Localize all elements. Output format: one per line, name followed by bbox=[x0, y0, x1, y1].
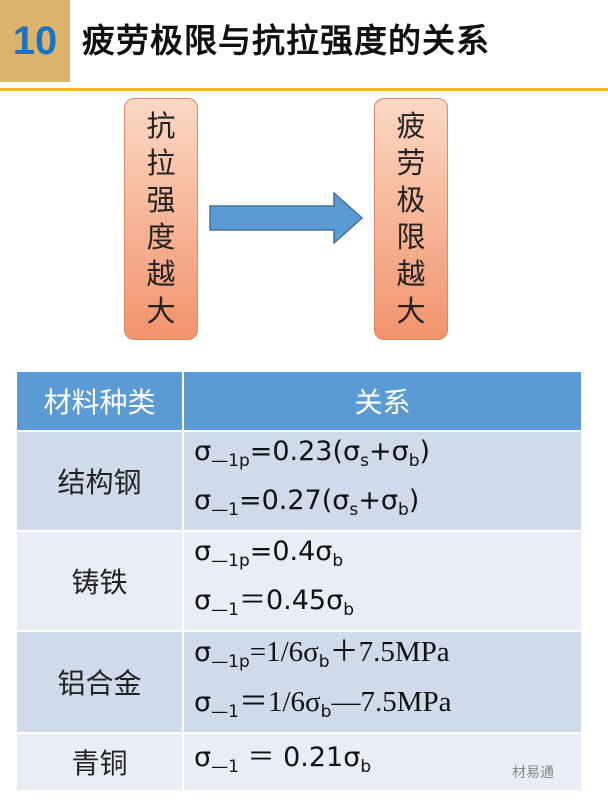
formula-line: σ—1=0.27(σs+σb) bbox=[194, 481, 581, 530]
header-material: 材料种类 bbox=[15, 370, 184, 432]
box-char: 劳 bbox=[396, 146, 426, 180]
formula-subscript: b bbox=[343, 600, 354, 620]
box-char: 极 bbox=[396, 183, 426, 217]
box-char: 大 bbox=[396, 294, 426, 328]
formula-subscript: b bbox=[332, 551, 344, 571]
box-char: 度 bbox=[146, 220, 176, 254]
material-cell: 结构钢 bbox=[15, 430, 184, 532]
box-char: 抗 bbox=[146, 109, 176, 143]
formula-text: σ bbox=[194, 536, 212, 567]
formula-text: ) bbox=[408, 485, 420, 516]
material-cell: 铝合金 bbox=[15, 630, 184, 734]
formula-text: σ bbox=[194, 741, 212, 773]
arrow-right-icon bbox=[209, 192, 364, 244]
formula-subscript: s bbox=[349, 500, 359, 520]
relation-cell: σ—1 ＝ 0.21σb bbox=[182, 732, 583, 792]
formula-line: σ—1p=0.4σb bbox=[194, 532, 581, 581]
formula-text: ＝1/6σ bbox=[238, 686, 321, 718]
formula-text: =0.4σ bbox=[249, 536, 333, 567]
formula-subscript: b bbox=[360, 756, 372, 777]
formula-subscript: —1p bbox=[211, 551, 250, 571]
material-cell: 青铜 bbox=[15, 732, 184, 792]
formula-line: σ—1＝0.45σb bbox=[194, 581, 581, 630]
formula-subscript: —1 bbox=[211, 600, 239, 620]
formula-subscript: —1 bbox=[211, 500, 239, 520]
formula-text: σ bbox=[194, 585, 212, 616]
formula-text: =0.23(σ bbox=[249, 436, 361, 467]
formula-text: —7.5MPa bbox=[331, 686, 452, 718]
formula-subscript: b bbox=[408, 451, 420, 471]
formula-text: =1/6σ bbox=[249, 636, 319, 668]
box-char: 大 bbox=[146, 294, 176, 328]
formula-subscript: b bbox=[320, 702, 332, 722]
watermark: 材易通 bbox=[512, 765, 554, 781]
formula-subscript: b bbox=[318, 652, 330, 672]
formula-text: ＝ 0.21σ bbox=[238, 741, 361, 773]
formula-text: ＝0.45σ bbox=[238, 585, 344, 616]
box-char: 强 bbox=[146, 183, 176, 217]
formula-line: σ—1p=0.23(σs+σb) bbox=[194, 432, 581, 481]
page-title: 疲劳极限与抗拉强度的关系 bbox=[82, 21, 490, 60]
formula-line: σ—1p=1/6σb＋7.5MPa bbox=[194, 632, 581, 682]
box-char: 越 bbox=[146, 257, 176, 291]
fatigue-limit-box: 疲劳极限越大 bbox=[374, 98, 448, 340]
formula-text: ) bbox=[419, 436, 431, 467]
formula-text: σ bbox=[194, 485, 212, 516]
box-char: 越 bbox=[396, 257, 426, 291]
formula-text: σ bbox=[194, 687, 212, 718]
relation-cell: σ—1p=0.23(σs+σb)σ—1=0.27(σs+σb) bbox=[182, 430, 583, 532]
tensile-strength-box: 抗拉强度越大 bbox=[124, 98, 198, 340]
formula-text: =0.27(σ bbox=[238, 485, 350, 516]
formula-text: +σ bbox=[368, 436, 409, 467]
section-number: 10 bbox=[0, 0, 70, 82]
formula-subscript: —1 bbox=[211, 702, 239, 722]
header-relation: 关系 bbox=[182, 370, 583, 432]
formula-line: σ—1 ＝ 0.21σb bbox=[194, 738, 581, 787]
formula-text: σ bbox=[194, 436, 212, 467]
formula-text: ＋7.5MPa bbox=[329, 636, 450, 668]
formula-subscript: —1p bbox=[211, 652, 250, 672]
formula-line: σ—1＝1/6σb—7.5MPa bbox=[194, 682, 581, 732]
formula-subscript: —1p bbox=[211, 451, 250, 471]
box-char: 疲 bbox=[396, 109, 426, 143]
title-divider bbox=[0, 88, 608, 91]
formula-text: σ bbox=[194, 637, 212, 668]
formula-subscript: b bbox=[397, 500, 409, 520]
box-char: 限 bbox=[396, 220, 426, 254]
material-cell: 铸铁 bbox=[15, 530, 184, 632]
formula-text: +σ bbox=[358, 485, 398, 516]
formula-subscript: —1 bbox=[211, 756, 239, 777]
formula-subscript: s bbox=[360, 451, 369, 471]
box-char: 拉 bbox=[146, 146, 176, 180]
